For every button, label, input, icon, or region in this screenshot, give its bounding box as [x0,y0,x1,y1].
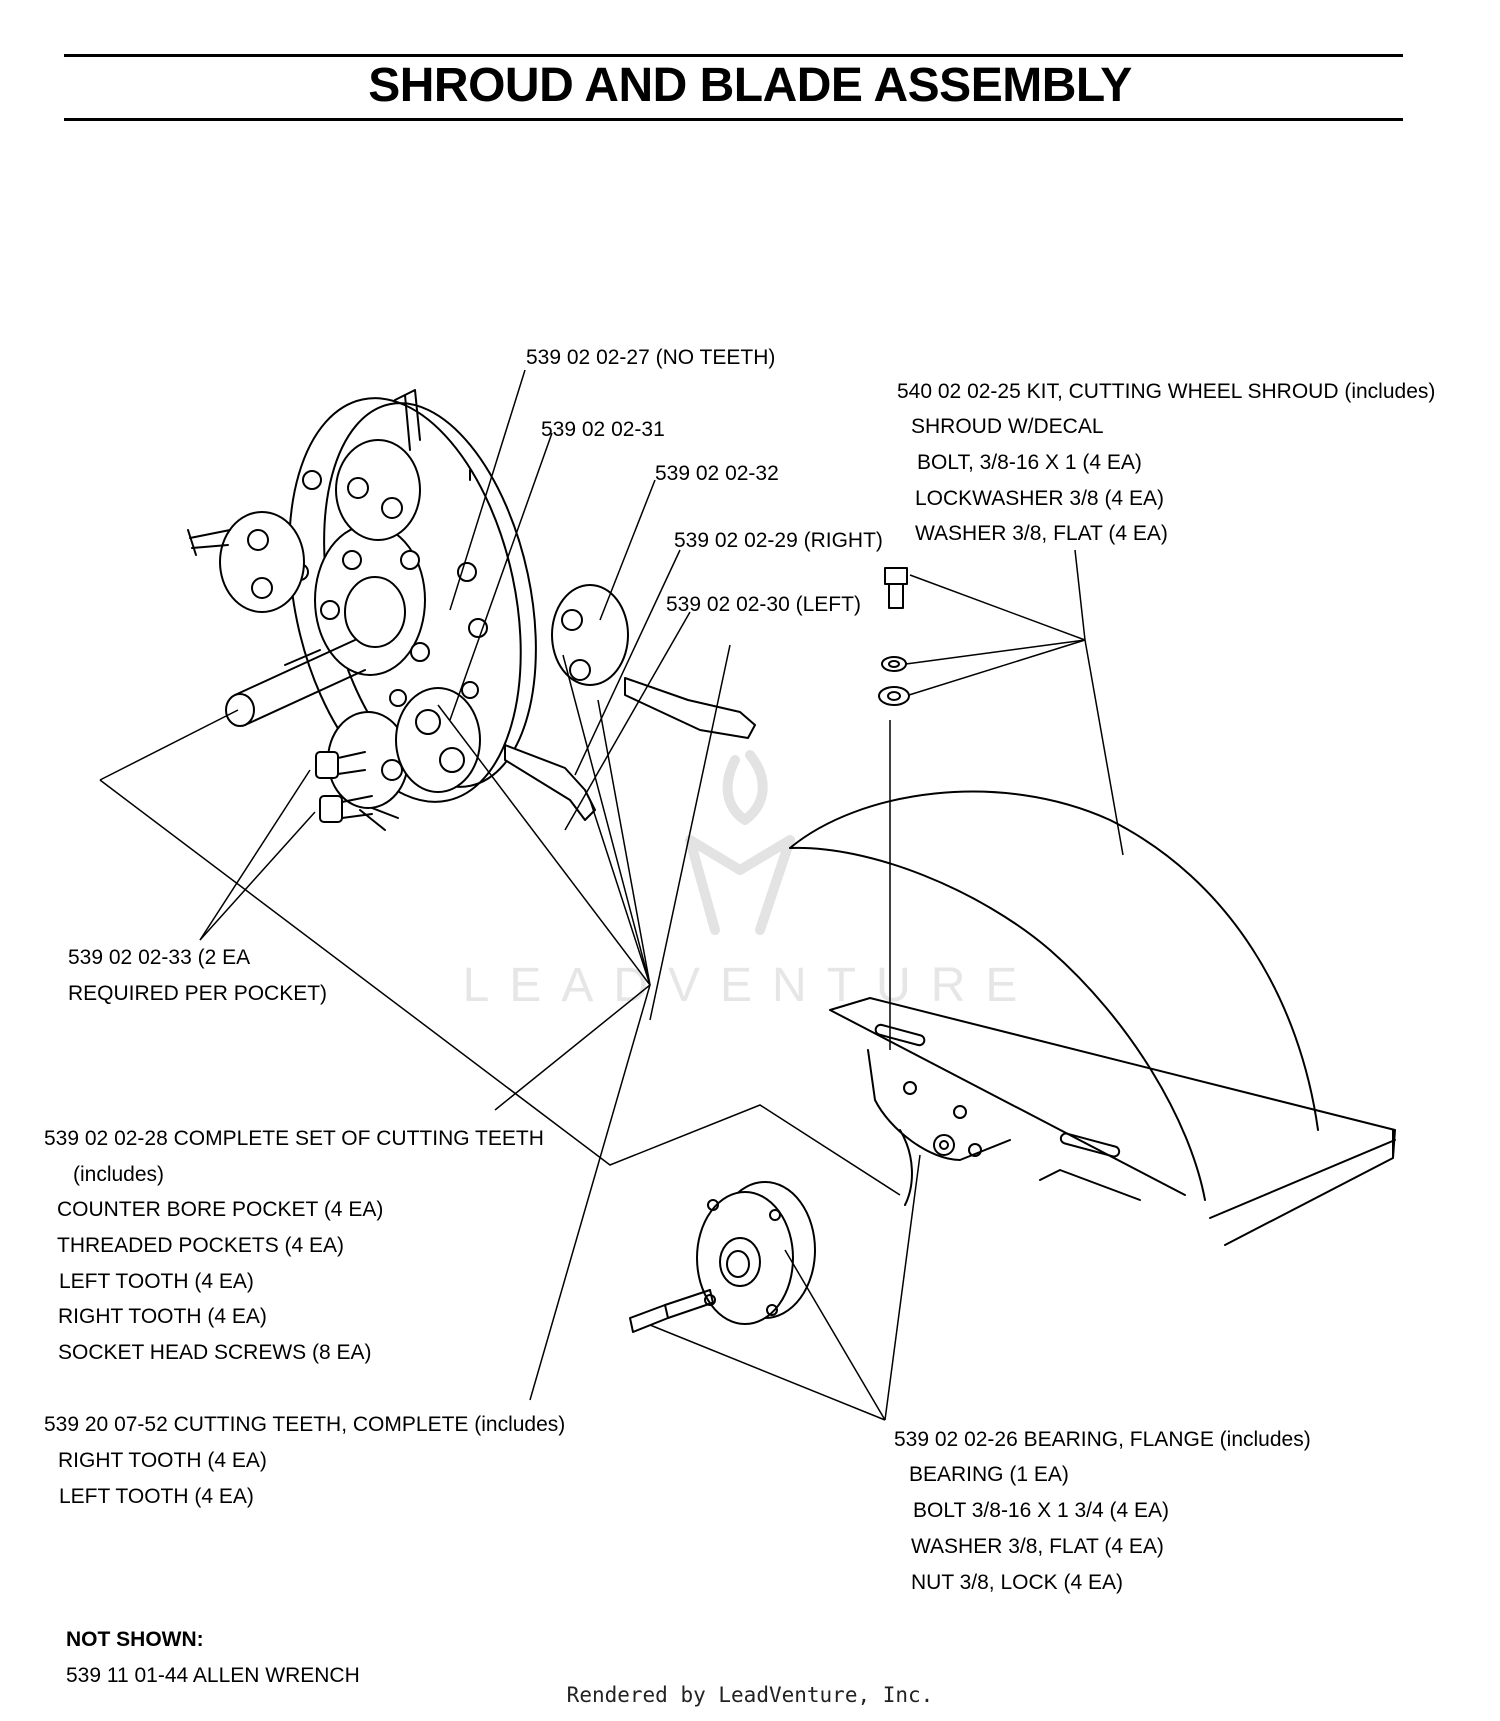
flange-bearing-item: NUT 3/8, LOCK (4 EA) [911,1571,1124,1594]
right-tooth [624,677,756,739]
not-shown-item: 539 11 01-44 ALLEN WRENCH [66,1664,360,1687]
flange-bearing-heading: 539 02 02-26 BEARING, FLANGE (includes) [894,1428,1311,1451]
tooth-set-heading: 539 02 02-28 COMPLETE SET OF CUTTING TEE… [44,1127,544,1150]
tooth-set-item: (includes) [73,1163,165,1186]
shroud-kit-item: BOLT, 3/8-16 X 1 (4 EA) [917,451,1142,474]
shroud-flat-washer [878,686,910,706]
threaded-pocket [551,584,629,686]
top-rule [64,54,1403,57]
socket-screws-line: 539 02 02-33 (2 EA [68,946,251,969]
shroud-kit-item: SHROUD W/DECAL [911,415,1104,438]
shroud-bolt [884,567,908,609]
flange-bearing-item: WASHER 3/8, FLAT (4 EA) [911,1535,1164,1558]
flange-bolt [629,1289,714,1333]
cutting-teeth-item: LEFT TOOTH (4 EA) [59,1485,254,1508]
callout-right-tooth: 539 02 02-29 (RIGHT) [674,529,883,552]
tooth-set-item: SOCKET HEAD SCREWS (8 EA) [58,1341,372,1364]
tooth-set-item: LEFT TOOTH (4 EA) [59,1270,254,1293]
leader-lines [99,369,1124,1421]
flange-bearing-item: BEARING (1 EA) [909,1463,1069,1486]
callout-hub-no-teeth: 539 02 02-27 (NO TEETH) [526,346,776,369]
watermark-text: LEADVENTURE [462,959,1038,1012]
tooth-set-item: COUNTER BORE POCKET (4 EA) [57,1198,384,1221]
pocket-upper-left [187,511,305,613]
tooth-set-item: RIGHT TOOTH (4 EA) [58,1305,267,1328]
shroud-kit-item: LOCKWASHER 3/8 (4 EA) [915,487,1164,510]
pocket-upper [335,389,421,541]
socket-screws-line: REQUIRED PER POCKET) [68,982,328,1005]
shroud-lockwasher [881,656,907,672]
tooth-set-item: THREADED POCKETS (4 EA) [57,1234,345,1257]
watermark-logo-icon [685,750,795,935]
callout-counter-bore-pocket: 539 02 02-31 [541,418,665,441]
counter-bore-pocket [395,687,481,793]
cutting-wheel-shroud [789,790,1396,1246]
socket-head-screws [315,751,373,823]
flange-bearing [696,1181,816,1325]
flange-bearing-item: BOLT 3/8-16 X 1 3/4 (4 EA) [913,1499,1170,1522]
callout-threaded-pocket: 539 02 02-32 [655,462,779,485]
shroud-kit-item: WASHER 3/8, FLAT (4 EA) [915,522,1168,545]
rendered-by-footer: Rendered by LeadVenture, Inc. [566,1683,934,1707]
lock-nut [899,1129,955,1206]
callout-left-tooth: 539 02 02-30 (LEFT) [666,593,861,616]
cutting-teeth-item: RIGHT TOOTH (4 EA) [58,1449,267,1472]
page-title: SHROUD AND BLADE ASSEMBLY [368,59,1132,112]
shroud-kit-heading: 540 02 02-25 KIT, CUTTING WHEEL SHROUD (… [897,380,1436,403]
not-shown-heading: NOT SHOWN: [66,1628,204,1651]
title-underline [64,118,1403,121]
cutting-teeth-heading: 539 20 07-52 CUTTING TEETH, COMPLETE (in… [44,1413,566,1436]
left-tooth [504,744,596,821]
